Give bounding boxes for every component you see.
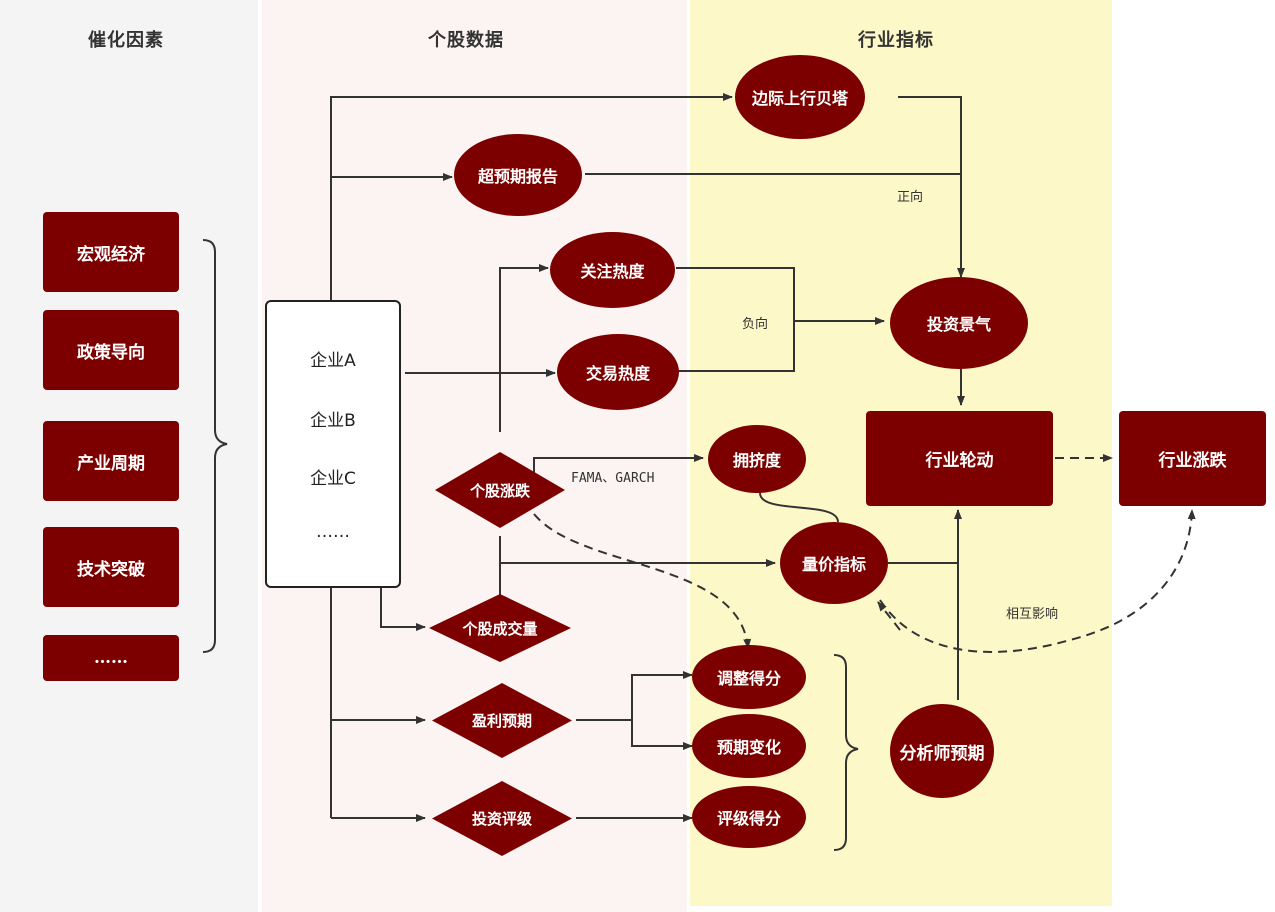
- catalyst-more: ……: [43, 635, 179, 681]
- edge-marginal-beta-to-climate: [898, 96, 965, 278]
- analyst-brace: [833, 654, 859, 851]
- node-rating-score: 评级得分: [692, 786, 806, 848]
- label-positive: 正向: [897, 190, 924, 205]
- edge-earnings-to-scores: [576, 674, 690, 747]
- edge-crowding-volume-price: [759, 492, 839, 523]
- label-negative: 负向: [742, 317, 769, 332]
- catalyst-tech-breakthrough: 技术突破: [43, 527, 179, 607]
- node-earnings-expectation: 盈利预期: [432, 683, 572, 758]
- company-item: 企业C: [310, 469, 356, 489]
- node-stock-change-label: 个股涨跌: [469, 481, 530, 500]
- node-stock-volume: 个股成交量: [429, 594, 571, 662]
- node-adjusted-score: 调整得分: [692, 645, 806, 709]
- column-title-catalysts: 催化因素: [88, 30, 164, 51]
- edge-heat-to-climate: [676, 267, 884, 372]
- catalyst-policy-direction: 政策导向: [43, 310, 179, 390]
- column-title-stock-data: 个股数据: [428, 30, 504, 51]
- node-investment-rating-label: 投资评级: [471, 810, 532, 828]
- edge-company-to-stock-volume: [380, 588, 426, 631]
- edge-mutual-influence: [879, 509, 1196, 653]
- catalyst-macro-economy: 宏观经济: [43, 212, 179, 292]
- edge-company-to-earnings: [330, 588, 425, 818]
- node-industry-change: 行业涨跌: [1119, 411, 1266, 506]
- node-investment-climate: 投资景气: [890, 277, 1028, 369]
- column-title-industry-indicators: 行业指标: [858, 30, 934, 51]
- node-analyst-expectation: 分析师预期: [890, 704, 994, 798]
- node-beyond-expectation-report: 超预期报告: [454, 134, 582, 216]
- company-list-box: 企业A 企业B 企业C ……: [265, 300, 401, 588]
- label-fama-garch: FAMA、GARCH: [571, 471, 655, 486]
- edge-stock-change-to-volume-price: [499, 536, 775, 596]
- node-crowding: 拥挤度: [708, 425, 806, 493]
- catalyst-brace: [202, 239, 228, 653]
- node-expectation-change: 预期变化: [692, 714, 806, 778]
- node-industry-rotation: 行业轮动: [866, 411, 1053, 506]
- node-attention-heat: 关注热度: [550, 232, 675, 308]
- node-investment-rating: 投资评级: [432, 781, 572, 856]
- edge-to-attention-heat: [499, 264, 549, 432]
- catalyst-industry-cycle: 产业周期: [43, 421, 179, 501]
- company-item: 企业B: [310, 411, 356, 431]
- company-item: ……: [316, 522, 350, 542]
- node-trading-heat: 交易热度: [557, 334, 679, 410]
- node-earnings-expectation-label: 盈利预期: [471, 712, 532, 730]
- node-stock-change: 个股涨跌: [435, 452, 565, 528]
- node-stock-volume-label: 个股成交量: [462, 619, 538, 638]
- node-volume-price: 量价指标: [780, 522, 888, 604]
- node-marginal-beta: 边际上行贝塔: [735, 55, 865, 139]
- label-mutual-influence: 相互影响: [1006, 607, 1059, 622]
- edge-company-to-marginal-beta: [330, 93, 733, 300]
- company-item: 企业A: [310, 351, 356, 371]
- edge-stock-change-to-adjusted-score: [533, 513, 752, 649]
